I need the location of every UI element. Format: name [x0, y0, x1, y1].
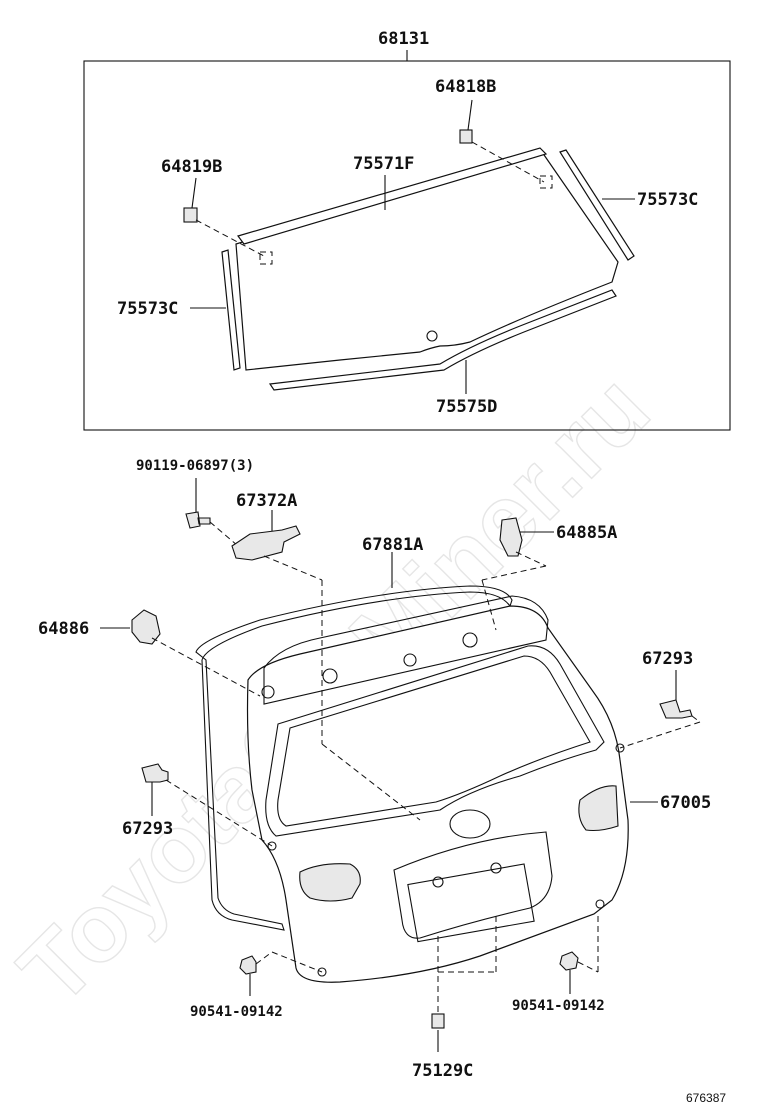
molding-75571f: [236, 147, 548, 245]
clip-90541-right: [559, 951, 579, 971]
license-plate-area: [407, 863, 535, 943]
hinge-64885a: [499, 517, 523, 557]
molding-75575d: [268, 289, 617, 391]
label-67293-right: 67293: [642, 649, 693, 669]
dash-64885a-a: [515, 551, 547, 567]
dash-67293-right-a: [691, 715, 701, 723]
dash-67372a-c: [321, 743, 421, 821]
dash-90119: [209, 521, 239, 547]
dash-67372a-a: [263, 555, 323, 581]
stopper-hole-left: [267, 841, 277, 851]
label-67372a: 67372A: [236, 491, 297, 511]
plate-hole-1: [432, 876, 444, 888]
stopper-hole-right: [615, 743, 625, 753]
bumper-hole-right: [595, 899, 605, 909]
label-64886: 64886: [38, 619, 89, 639]
frame-hole-2: [403, 653, 417, 667]
clip-64819b: [183, 207, 198, 223]
clip-64819b-position: [259, 251, 273, 265]
label-64819b: 64819B: [161, 157, 222, 177]
label-75573c-right: 75573C: [637, 190, 698, 210]
license-plate-recess: [393, 831, 553, 939]
label-67293-left: 67293: [122, 819, 173, 839]
dash-90541-left-b: [271, 951, 323, 973]
door-window-inner: [277, 655, 591, 827]
dash-64885a-c: [481, 579, 497, 631]
glass-hole: [426, 330, 438, 342]
frame-hole-1: [322, 668, 338, 684]
clip-90541-left: [239, 955, 257, 975]
dash-64885a-b: [481, 565, 547, 581]
label-90119: 90119-06897(3): [136, 458, 254, 474]
dash-90541-right-a: [577, 961, 599, 973]
bolt-90119: [185, 511, 211, 529]
label-64885a: 64885A: [556, 523, 617, 543]
cushion-67293-right: [659, 699, 693, 719]
lamp-opening-right: [578, 785, 619, 832]
clip-64818b-position: [539, 175, 553, 189]
dash-67293-left: [165, 779, 273, 847]
back-window-group: 68131 75571F 75573C 75573C 75575D 64818B…: [83, 29, 731, 431]
bumper-hole-left: [317, 967, 327, 977]
dash-64886: [151, 637, 261, 697]
clip-75129c: [431, 1013, 445, 1029]
label-75575d: 75575D: [436, 397, 497, 417]
door-upper-frame: [263, 595, 549, 705]
label-75571f: 75571F: [353, 154, 414, 174]
dash-90541-left-a: [255, 951, 273, 965]
label-75129c: 75129C: [412, 1061, 473, 1081]
frame-hole-3: [462, 632, 478, 648]
leader-64818b: [467, 99, 473, 131]
molding-75573c-right: [559, 149, 635, 261]
hinge-64886: [131, 609, 161, 645]
clip-64818b: [459, 129, 473, 144]
plate-hole-2: [490, 862, 502, 874]
label-67005: 67005: [660, 793, 711, 813]
dash-64819b: [195, 219, 265, 257]
label-90541-right: 90541-09142: [512, 998, 605, 1014]
label-68131: 68131: [378, 29, 429, 49]
back-door-panel-67005: [246, 605, 629, 983]
label-67881a: 67881A: [362, 535, 423, 555]
stay-67372a: [231, 525, 301, 561]
weatherstrip-67881a: [195, 585, 513, 931]
molding-75573c-left: [221, 249, 241, 371]
leader-64819b: [191, 177, 197, 209]
diagram-code: 676387: [686, 1091, 726, 1105]
label-64818b: 64818B: [435, 77, 496, 97]
lamp-opening-left: [299, 863, 361, 902]
back-door-group: 67881A 67005 90119-06897(3): [38, 458, 711, 1081]
label-75573c-left: 75573C: [117, 299, 178, 319]
cushion-67293-left: [141, 763, 169, 783]
emblem-mount: [449, 809, 491, 839]
dash-64818b: [471, 141, 545, 183]
door-window-opening: [265, 645, 605, 837]
frame-hole-4: [261, 685, 275, 699]
dash-67293-right-b: [619, 721, 701, 749]
back-glass: [235, 151, 619, 371]
label-90541-left: 90541-09142: [190, 1004, 283, 1020]
